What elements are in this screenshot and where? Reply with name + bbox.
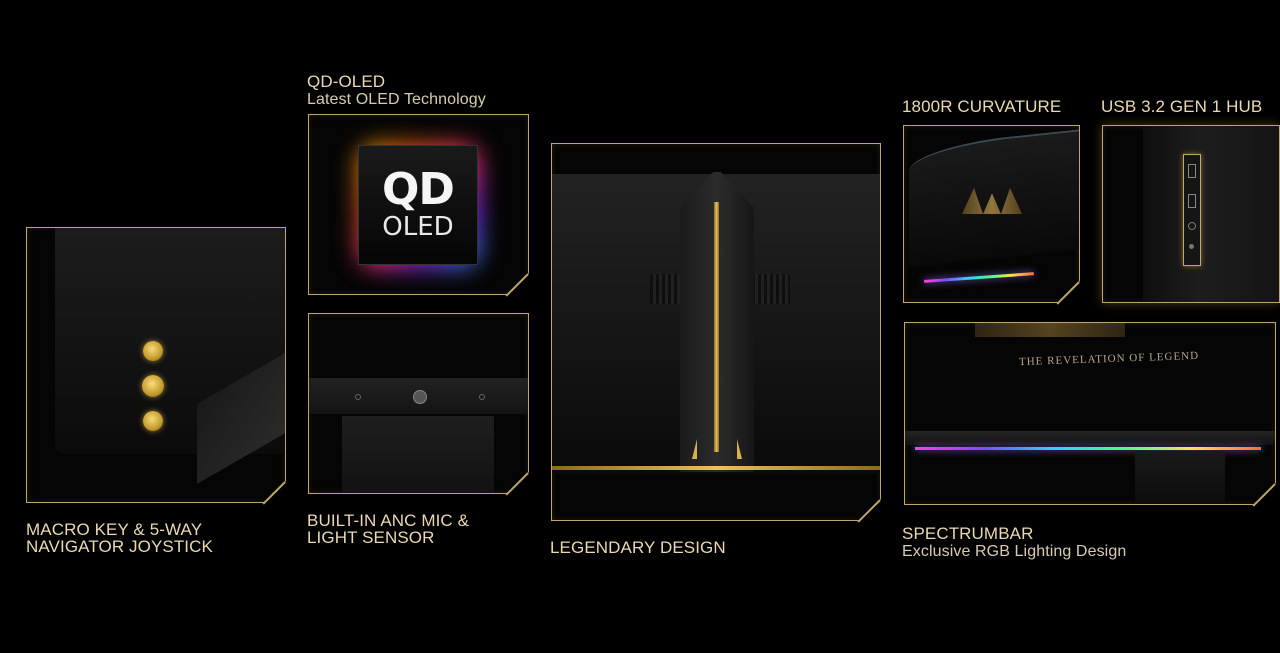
monitor-bottom-edge xyxy=(905,431,1276,445)
curvature-caption: 1800R CURVATURE xyxy=(902,98,1061,115)
qd-oled-subtitle: Latest OLED Technology xyxy=(307,91,486,108)
port-indicator xyxy=(1189,244,1194,249)
spectrumbar-title: SPECTRUMBAR xyxy=(902,524,1034,543)
monitor-side-panel xyxy=(1143,126,1279,302)
mic-hole-left xyxy=(355,394,361,400)
macro-key-caption: MACRO KEY & 5-WAY NAVIGATOR JOYSTICK xyxy=(26,521,296,555)
spectrumbar-tile: THE REVELATION OF LEGEND xyxy=(904,322,1276,505)
stand-gold-stripe xyxy=(714,202,719,452)
oled-logo-text: OLED xyxy=(382,212,454,242)
power-button xyxy=(143,411,163,431)
anc-mic-title: BUILT-IN ANC MIC & LIGHT SENSOR xyxy=(307,511,470,547)
usb-hub-tile xyxy=(1102,125,1280,303)
anc-mic-tile xyxy=(308,313,529,494)
mic-hole-right xyxy=(479,394,485,400)
light-sensor xyxy=(413,390,427,404)
screen-logo-top xyxy=(975,323,1125,337)
usb-port-panel xyxy=(1183,154,1201,266)
qd-logo-text: QD xyxy=(382,164,454,215)
qd-oled-logo: QD OLED xyxy=(358,145,478,265)
spectrumbar-caption: SPECTRUMBAR Exclusive RGB Lighting Desig… xyxy=(902,525,1126,562)
curvature-tile xyxy=(903,125,1080,303)
monitor-gold-bottom-trim xyxy=(552,466,881,470)
curved-monitor-screen xyxy=(909,129,1080,267)
joystick-button xyxy=(142,375,164,397)
macro-key-title: MACRO KEY & 5-WAY NAVIGATOR JOYSTICK xyxy=(26,520,213,556)
usb-hub-title: USB 3.2 GEN 1 HUB xyxy=(1101,97,1263,116)
qd-oled-caption: QD-OLED Latest OLED Technology xyxy=(307,73,486,110)
legendary-design-tile xyxy=(551,143,881,521)
legendary-design-caption: LEGENDARY DESIGN xyxy=(550,539,726,556)
anc-mic-caption: BUILT-IN ANC MIC & LIGHT SENSOR xyxy=(307,512,507,546)
usb-port-1 xyxy=(1188,164,1196,178)
spectrumbar-subtitle: Exclusive RGB Lighting Design xyxy=(902,543,1127,560)
monitor-stand-neck xyxy=(342,416,494,494)
spectrumbar-rgb-strip xyxy=(915,447,1261,450)
qd-oled-title: QD-OLED xyxy=(307,72,386,91)
qd-oled-tile: QD OLED xyxy=(308,114,529,295)
monitor-stand-base xyxy=(1135,451,1225,505)
macro-key-button xyxy=(143,341,163,361)
curvature-rgb-bar xyxy=(924,272,1034,283)
legendary-design-title: LEGENDARY DESIGN xyxy=(550,538,726,557)
macro-key-tile xyxy=(26,227,286,503)
spectrumbar-tagline: THE REVELATION OF LEGEND xyxy=(1018,349,1200,369)
audio-jack xyxy=(1188,222,1196,230)
usb-port-2 xyxy=(1188,194,1196,208)
usb-hub-caption: USB 3.2 GEN 1 HUB xyxy=(1101,98,1262,115)
curvature-title: 1800R CURVATURE xyxy=(902,97,1062,116)
